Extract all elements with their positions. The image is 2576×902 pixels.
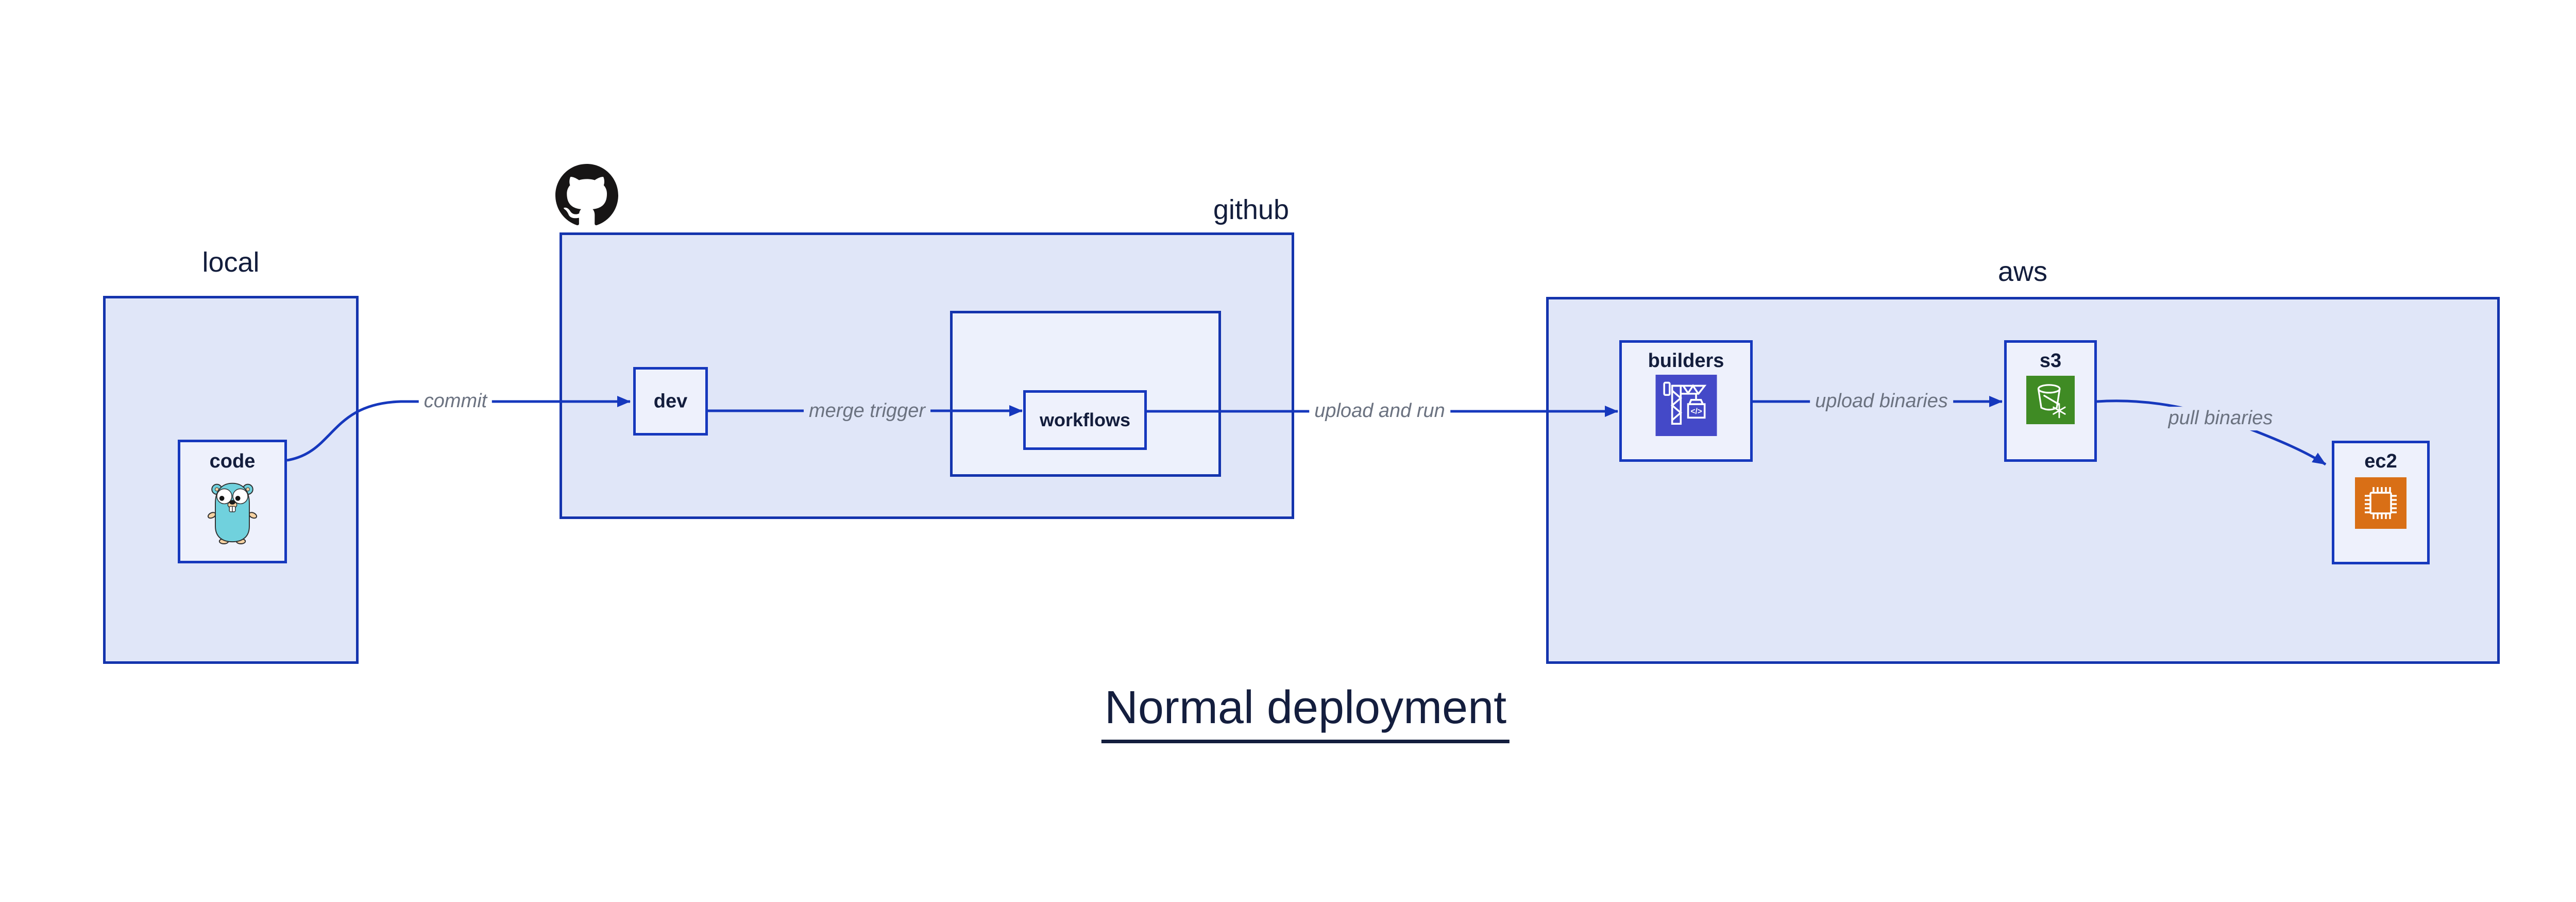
go-gopher-icon — [207, 478, 258, 544]
code-node: code — [178, 440, 287, 563]
workflows-node: workflows — [1023, 390, 1147, 450]
builders-node: builders </> — [1619, 340, 1753, 462]
aws-container-label: aws — [1997, 256, 2048, 287]
builders-node-label: builders — [1648, 350, 1724, 372]
s3-node-label: s3 — [2039, 350, 2062, 372]
code-node-label: code — [209, 450, 256, 472]
github-logo-icon — [555, 164, 618, 227]
ec2-node: ec2 — [2332, 441, 2430, 564]
codebuild-crane-icon: </> — [1655, 375, 1717, 436]
workflows-node-label: workflows — [1039, 409, 1131, 430]
ec2-chip-icon — [2355, 477, 2406, 529]
dev-node: dev — [633, 367, 708, 436]
diagram-title: Normal deployment — [1101, 681, 1510, 743]
s3-bucket-snowflake-icon — [2026, 376, 2075, 424]
svg-text:</>: </> — [1690, 407, 1702, 416]
merge-trigger-edge-label: merge trigger — [804, 399, 930, 423]
pull-binaries-edge-label: pull binaries — [2163, 407, 2278, 430]
github-container-label: github — [1213, 194, 1289, 225]
s3-node: s3 — [2004, 340, 2097, 462]
ec2-node-label: ec2 — [2364, 450, 2397, 472]
dev-node-label: dev — [653, 390, 688, 412]
upload-binaries-edge-label: upload binaries — [1810, 390, 1953, 413]
upload-and-run-edge-label: upload and run — [1309, 399, 1450, 423]
commit-edge-label: commit — [418, 390, 493, 413]
local-container-label: local — [202, 247, 260, 278]
